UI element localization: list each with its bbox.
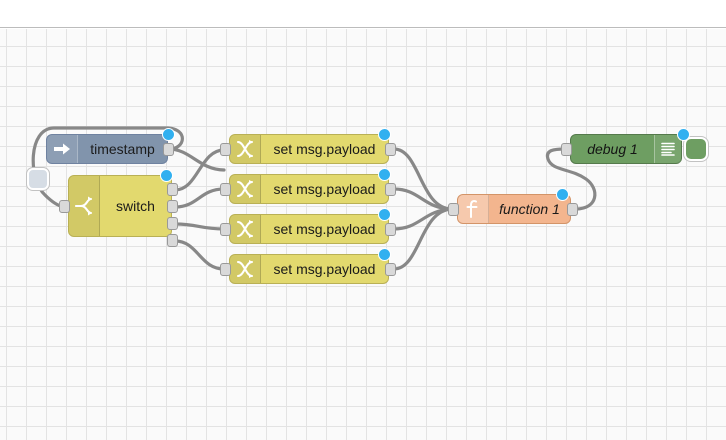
node-label-change-4: set msg.payload — [273, 261, 376, 277]
switch-branch-icon — [69, 176, 100, 236]
status-dot-function-1 — [556, 188, 569, 201]
node-label-change-3: set msg.payload — [273, 221, 376, 237]
wire-change2-to-function — [392, 187, 454, 211]
wire-change4-to-function — [392, 207, 454, 271]
node-change-3[interactable]: set msg.payload — [229, 214, 389, 244]
port-output-switch-1[interactable] — [167, 183, 178, 196]
port-input-change-3[interactable] — [220, 223, 231, 236]
flow-canvas[interactable]: timestamp switch — [0, 29, 726, 440]
node-label-change-2: set msg.payload — [273, 181, 376, 197]
wire-change3-to-function — [392, 207, 454, 231]
node-inject-timestamp[interactable]: timestamp — [46, 134, 168, 164]
node-debug-1[interactable]: debug 1 — [570, 134, 682, 164]
node-label-change-1: set msg.payload — [273, 141, 376, 157]
port-output-switch-4[interactable] — [167, 234, 178, 247]
function-f-icon — [458, 195, 489, 223]
node-label-function-1: function 1 — [499, 201, 560, 217]
wire-inject-to-change1 — [167, 147, 226, 172]
port-output-change-3[interactable] — [385, 223, 396, 236]
port-input-switch[interactable] — [59, 200, 70, 213]
swap-arrows-icon — [230, 215, 261, 243]
port-output-change-1[interactable] — [385, 143, 396, 156]
node-change-4[interactable]: set msg.payload — [229, 254, 389, 284]
status-dot-change-4 — [378, 248, 391, 261]
port-output-switch-2[interactable] — [167, 200, 178, 213]
wire-switch3-to-change4 — [173, 239, 226, 271]
debug-toggle-button[interactable] — [684, 137, 708, 161]
debug-list-icon — [654, 135, 681, 163]
swap-arrows-icon — [230, 135, 261, 163]
port-output-change-2[interactable] — [385, 183, 396, 196]
port-input-change-2[interactable] — [220, 183, 231, 196]
wire-switch0-to-change1 — [173, 148, 226, 192]
port-input-debug-1[interactable] — [561, 143, 572, 156]
port-output-function-1[interactable] — [567, 203, 578, 216]
status-dot-change-3 — [378, 208, 391, 221]
status-dot-inject — [162, 128, 175, 141]
status-dot-change-2 — [378, 168, 391, 181]
node-label-switch: switch — [116, 198, 155, 214]
node-label-debug-1: debug 1 — [587, 141, 638, 157]
node-function-1[interactable]: function 1 — [457, 194, 571, 224]
wire-switch1-to-change2 — [173, 187, 226, 209]
swap-arrows-icon — [230, 175, 261, 203]
port-input-change-1[interactable] — [220, 143, 231, 156]
swap-arrows-icon — [230, 255, 261, 283]
arrow-right-icon — [47, 135, 78, 163]
wire-switch2-to-change3 — [173, 222, 226, 231]
inject-trigger-button[interactable] — [27, 168, 49, 190]
node-change-2[interactable]: set msg.payload — [229, 174, 389, 204]
node-label-inject: timestamp — [90, 141, 155, 157]
status-dot-debug-1 — [677, 128, 690, 141]
port-input-function-1[interactable] — [448, 203, 459, 216]
port-output-change-4[interactable] — [385, 263, 396, 276]
wire-change1-to-function — [392, 147, 454, 211]
port-output-switch-3[interactable] — [167, 217, 178, 230]
status-dot-switch — [160, 169, 173, 182]
port-input-change-4[interactable] — [220, 263, 231, 276]
editor-topbar — [0, 0, 726, 28]
status-dot-change-1 — [378, 128, 391, 141]
port-output-inject[interactable] — [163, 143, 174, 156]
node-change-1[interactable]: set msg.payload — [229, 134, 389, 164]
node-switch[interactable]: switch — [68, 175, 172, 237]
